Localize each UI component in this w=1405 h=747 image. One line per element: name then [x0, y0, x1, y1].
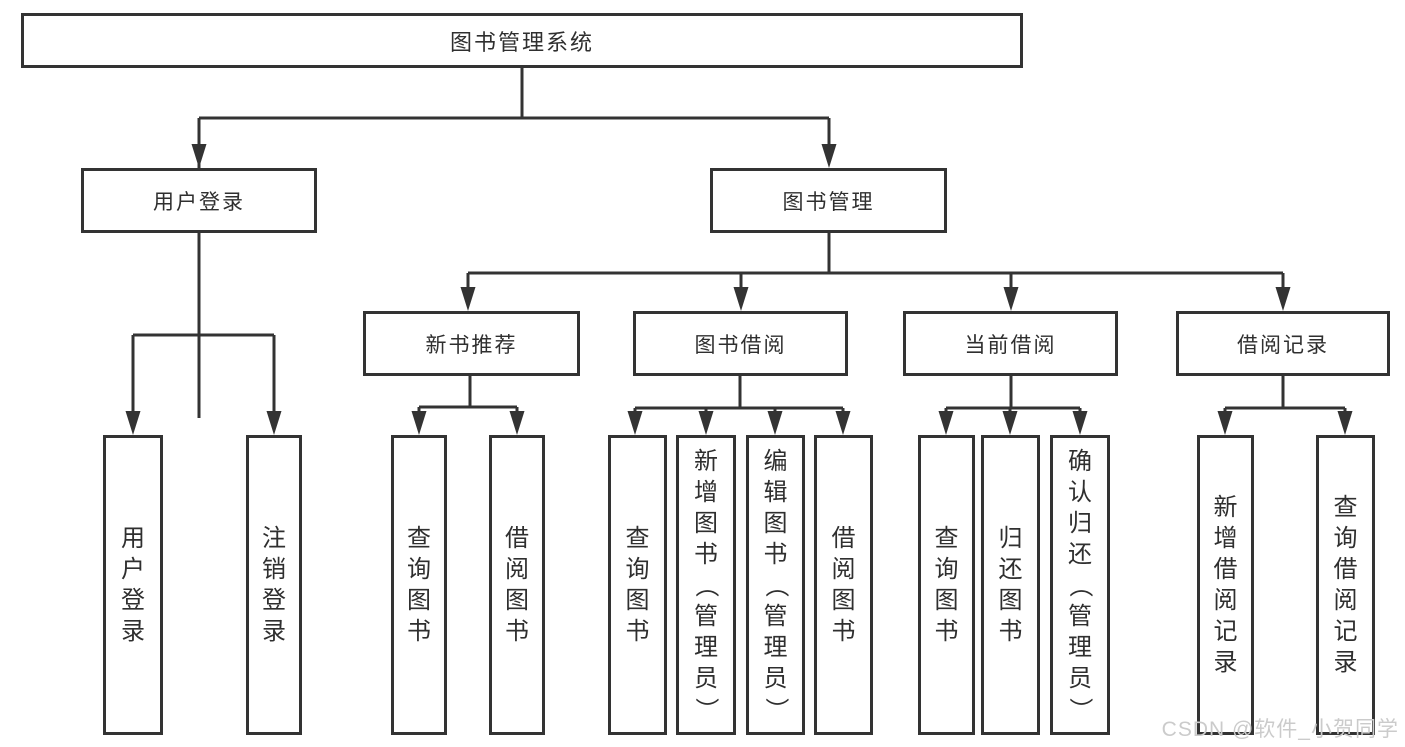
- leaf-query-books-recommendation: 查询图书: [391, 435, 447, 735]
- leaf-logout: 注销登录: [246, 435, 302, 735]
- leaf-borrow-books-recommendation: 借阅图书: [489, 435, 545, 735]
- leaf-user-login: 用户登录: [103, 435, 163, 735]
- node-borrowing-records: 借阅记录: [1176, 311, 1390, 376]
- leaf-return-books: 归还图书: [981, 435, 1040, 735]
- leaf-query-books-current: 查询图书: [918, 435, 975, 735]
- leaf-edit-books-admin: 编辑图书（管理员）: [746, 435, 805, 735]
- leaf-add-borrow-record: 新增借阅记录: [1197, 435, 1254, 735]
- csdn-watermark: CSDN @软件_小贺同学: [1161, 718, 1399, 741]
- node-book-borrowing: 图书借阅: [633, 311, 848, 376]
- node-book-management: 图书管理: [710, 168, 947, 233]
- leaf-add-books-admin: 新增图书（管理员）: [676, 435, 736, 735]
- node-user-login: 用户登录: [81, 168, 317, 233]
- node-new-book-recommendation: 新书推荐: [363, 311, 580, 376]
- node-library-management-system: 图书管理系统: [21, 13, 1023, 68]
- leaf-confirm-return-admin: 确认归还（管理员）: [1050, 435, 1110, 735]
- leaf-query-borrow-record: 查询借阅记录: [1316, 435, 1375, 735]
- node-current-borrowing: 当前借阅: [903, 311, 1118, 376]
- leaf-query-books-borrowing: 查询图书: [608, 435, 667, 735]
- leaf-borrow-books-borrowing: 借阅图书: [814, 435, 873, 735]
